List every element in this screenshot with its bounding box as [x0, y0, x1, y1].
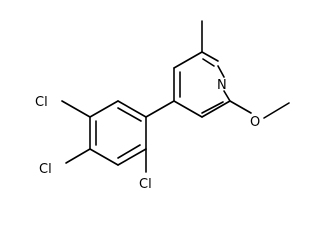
bond-n-c2 [217, 65, 225, 78]
atom-label-chlorine-right: Cl [139, 177, 152, 192]
atom-label-nitrogen: N [217, 78, 227, 93]
bond-c6-c5 [201, 100, 231, 118]
bond-o-ch3 [263, 102, 290, 119]
atom-label-chlorine-top: Cl [35, 95, 48, 110]
bond-c-o [229, 100, 252, 114]
phenyl-ring [89, 100, 147, 166]
bond-cl-top [61, 100, 91, 118]
bond-p5-p6 [117, 148, 147, 166]
bond-c2-c1 [201, 51, 219, 62]
bond-p4-p5 [89, 148, 119, 166]
bond-c2-c1-inner [202, 58, 215, 67]
bond-p1-p2-inner [117, 107, 142, 122]
bond-p5-p6-inner [117, 144, 141, 159]
atom-label-oxygen: O [250, 115, 260, 130]
bond-c6-c5-inner [201, 101, 224, 114]
bond-c3-c2 [173, 51, 203, 69]
chemical-structure: N O Cl Cl Cl [35, 20, 290, 192]
atom-label-chlorine-middle: Cl [39, 162, 52, 177]
bond-c5-c4 [173, 100, 203, 118]
bond-p1-p2 [117, 100, 147, 118]
pyridine-ring [173, 51, 231, 118]
bond-c6-n [223, 90, 231, 102]
bond-biaryl [145, 100, 175, 118]
bond-p2-p3 [89, 100, 119, 118]
bond-cl-middle [65, 148, 91, 164]
